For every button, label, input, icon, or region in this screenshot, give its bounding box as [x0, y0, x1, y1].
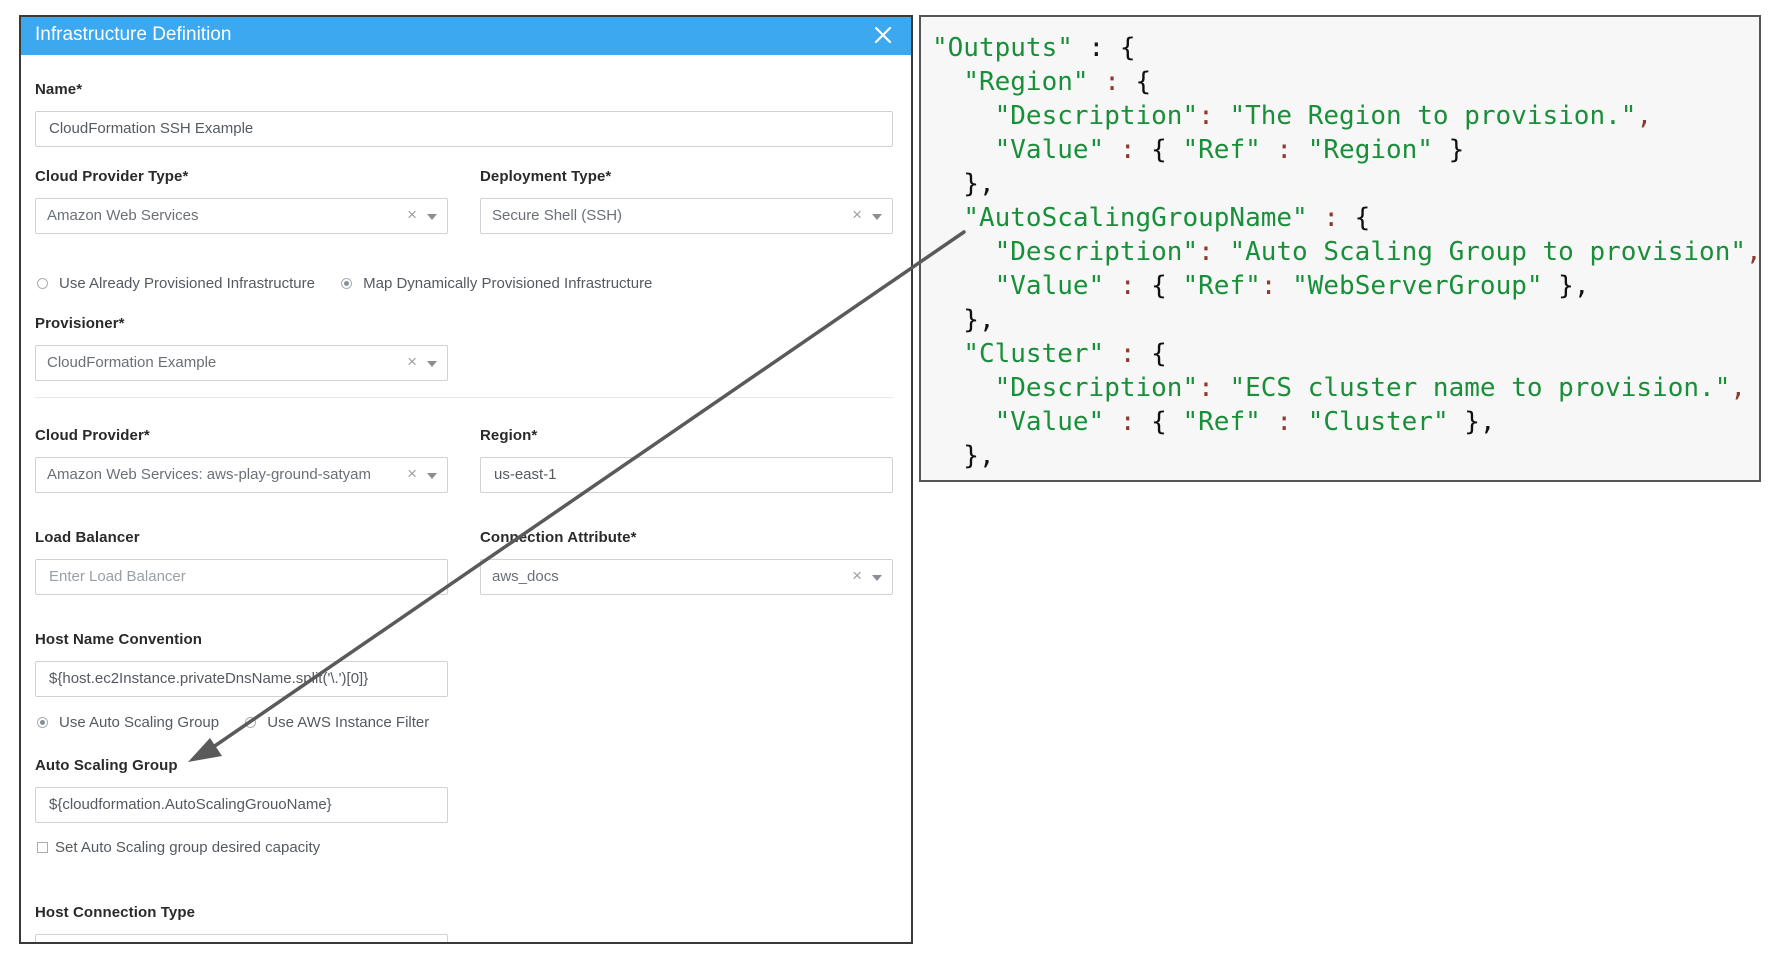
- cloud-provider-type-value: Amazon Web Services: [47, 207, 199, 224]
- infra-mode-radio-group: Use Already Provisioned Infrastructure M…: [37, 275, 674, 293]
- load-balancer-input[interactable]: Enter Load Balancer: [35, 559, 448, 595]
- close-icon[interactable]: [871, 23, 895, 47]
- chevron-down-icon[interactable]: [872, 214, 882, 220]
- auto-scaling-group-label: Auto Scaling Group: [35, 757, 178, 774]
- code-line: "Description": "ECS cluster name to prov…: [994, 373, 1746, 403]
- infrastructure-definition-dialog: Infrastructure Definition Name* CloudFor…: [19, 15, 913, 944]
- host-connection-type-select[interactable]: [35, 934, 448, 942]
- host-name-convention-label: Host Name Convention: [35, 631, 203, 648]
- code-line: "Description": "The Region to provision.…: [994, 101, 1653, 131]
- deployment-type-label: Deployment Type*: [480, 168, 612, 185]
- code-line: "Outputs" : {: [932, 33, 1136, 63]
- cloudformation-outputs-code: "Outputs" : { "Region" : { "Description"…: [919, 15, 1761, 482]
- connection-attribute-select[interactable]: aws_docs ×: [480, 559, 893, 595]
- connection-attribute-value: aws_docs: [492, 568, 559, 585]
- desired-capacity-checkbox-row[interactable]: Set Auto Scaling group desired capacity: [37, 839, 320, 856]
- radio-button-selected[interactable]: [37, 717, 48, 728]
- code-line: },: [932, 169, 995, 199]
- code-line: "Region" : {: [963, 67, 1152, 97]
- code-line: },: [932, 305, 995, 335]
- cloud-provider-label: Cloud Provider*: [35, 427, 150, 444]
- radio-use-aws-instance-filter[interactable]: Use AWS Instance Filter: [245, 714, 429, 731]
- deployment-type-select[interactable]: Secure Shell (SSH) ×: [480, 198, 893, 234]
- clear-icon[interactable]: ×: [852, 566, 862, 585]
- code-line: "Value" : { "Ref" : "Region" }: [994, 135, 1465, 165]
- chevron-down-icon[interactable]: [427, 214, 437, 220]
- chevron-down-icon[interactable]: [872, 575, 882, 581]
- provisioner-label: Provisioner*: [35, 315, 125, 332]
- region-label: Region*: [480, 427, 538, 444]
- radio-button[interactable]: [37, 278, 48, 289]
- name-input[interactable]: CloudFormation SSH Example: [35, 111, 893, 147]
- code-line: },: [932, 441, 995, 471]
- provisioner-select[interactable]: CloudFormation Example ×: [35, 345, 448, 381]
- cloud-provider-type-label: Cloud Provider Type*: [35, 168, 189, 185]
- desired-capacity-checkbox[interactable]: [37, 842, 48, 853]
- deployment-type-value: Secure Shell (SSH): [492, 207, 623, 224]
- radio-use-already-provisioned[interactable]: Use Already Provisioned Infrastructure: [37, 275, 315, 292]
- cloud-provider-value: Amazon Web Services: aws-play-ground-sat…: [47, 466, 372, 483]
- dialog-header: Infrastructure Definition: [21, 17, 911, 55]
- host-connection-type-label: Host Connection Type: [35, 904, 196, 921]
- auto-scaling-group-input[interactable]: ${cloudformation.AutoScalingGrouoName}: [35, 787, 448, 823]
- instance-mode-radio-group: Use Auto Scaling Group Use AWS Instance …: [37, 714, 451, 732]
- section-divider: [35, 397, 893, 398]
- radio-use-auto-scaling-group[interactable]: Use Auto Scaling Group: [37, 714, 219, 731]
- name-label: Name*: [35, 81, 83, 98]
- chevron-down-icon[interactable]: [427, 361, 437, 367]
- code-line: "Value" : { "Ref" : "Cluster" },: [994, 407, 1496, 437]
- connection-attribute-label: Connection Attribute*: [480, 529, 637, 546]
- dialog-title: Infrastructure Definition: [35, 24, 232, 45]
- load-balancer-label: Load Balancer: [35, 529, 140, 546]
- code-line: "AutoScalingGroupName" : {: [963, 203, 1371, 233]
- radio-button-selected[interactable]: [341, 278, 353, 289]
- region-input[interactable]: us-east-1: [480, 457, 893, 493]
- desired-capacity-checkbox-label: Set Auto Scaling group desired capacity: [55, 839, 321, 856]
- code-line: "Cluster" : {: [963, 339, 1167, 369]
- clear-icon[interactable]: ×: [852, 205, 862, 224]
- code-line: "Description": "Auto Scaling Group to pr…: [994, 237, 1761, 267]
- clear-icon[interactable]: ×: [407, 464, 417, 483]
- cloud-provider-type-select[interactable]: Amazon Web Services ×: [35, 198, 448, 234]
- host-name-convention-input[interactable]: ${host.ec2Instance.privateDnsName.split(…: [35, 661, 448, 697]
- radio-map-dynamically-provisioned[interactable]: Map Dynamically Provisioned Infrastructu…: [341, 275, 652, 292]
- clear-icon[interactable]: ×: [407, 352, 417, 371]
- provisioner-value: CloudFormation Example: [47, 354, 217, 371]
- chevron-down-icon[interactable]: [427, 473, 437, 479]
- clear-icon[interactable]: ×: [407, 205, 417, 224]
- code-line: "Value" : { "Ref": "WebServerGroup" },: [994, 271, 1590, 301]
- radio-button[interactable]: [245, 717, 257, 728]
- cloud-provider-select[interactable]: Amazon Web Services: aws-play-ground-sat…: [35, 457, 448, 493]
